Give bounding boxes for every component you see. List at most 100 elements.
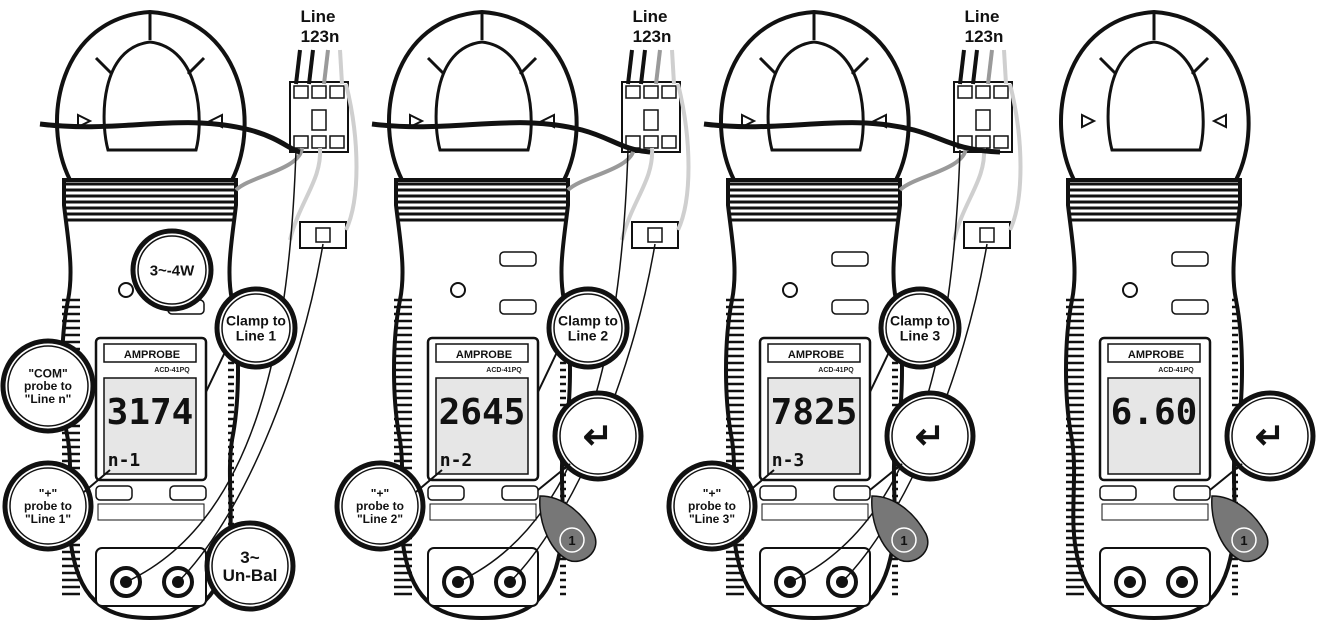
unbal-callout-text: Un-Bal [223,566,278,585]
com-callout-text: "COM" [28,367,67,381]
neutral-wire [676,83,691,231]
clamped-conductor [371,120,651,155]
clamp-callout-ring [553,293,623,363]
plus-terminal-socket [1176,576,1188,588]
lcd-sub-display: n-1 [108,450,141,471]
line-numbers: 123n [301,27,340,46]
lcd-reading: 7825 [771,392,858,433]
finger-badge [559,527,585,553]
breaker-switch [975,109,991,131]
press-finger: 1 [1211,495,1269,563]
mode-callout: 3~-4W [130,228,214,312]
left-grip [394,298,412,596]
plus-callout-text: "Line 1" [25,512,71,526]
func-button-left [95,485,133,501]
load-wire [952,147,987,241]
supply-wire [670,49,676,85]
supply-wire [639,49,647,85]
plus-callout: "+"probe to"Line 3" [666,460,758,552]
breaker-bottom-terminal [293,135,309,149]
neutral-terminal [315,227,331,243]
enter-callout-text: ↵ [583,416,613,457]
left-grip [1066,298,1084,596]
func-button-right [1173,485,1211,501]
enter-callout-ring [559,397,637,475]
clamp-callout-ring [885,293,955,363]
enter-callout-pointer [1209,463,1243,491]
jaw-mark-left [94,56,114,76]
func-button-left [1099,485,1137,501]
supply-wire [986,49,994,85]
supply-wire [958,49,966,85]
mode-callout-text: 3~-4W [150,262,195,279]
clamp-callout-text: Line 3 [900,327,941,343]
upper-panel [1102,226,1206,336]
lcd-reading: 3174 [107,392,194,433]
breaker-top-terminal [661,85,677,99]
func-button-right [833,485,871,501]
plus-callout-text: "+" [39,487,57,501]
supply-wire [294,49,302,85]
func-labels-strip [1101,503,1209,521]
plus-callout-text: probe to [356,499,404,513]
clamp-callout-pointer [205,349,227,393]
plus-callout-pointer [83,469,111,493]
lcd-sub-display: n-3 [772,450,805,471]
finger-number: 1 [1240,533,1247,548]
line-label: Line [301,7,336,26]
enter-callout-ring [891,397,969,475]
func-labels-strip [761,503,869,521]
clamp-callout-text: Clamp to [890,313,950,329]
func-button-right [501,485,539,501]
load-wire [288,147,323,241]
mode-callout-ring [137,235,207,305]
model-label: ACD-41PQ [1158,367,1194,374]
breaker-top-terminal [293,85,309,99]
enter-callout: ↵ [552,390,644,482]
jaw-arrow-left [409,113,425,129]
brand-logo: AMPROBE [124,349,180,361]
collar-stripes [398,182,566,222]
collar-stripes [66,182,234,222]
func-button-left [759,485,797,501]
press-finger: 1 [871,495,929,563]
jaw-arrow-right [1211,113,1227,129]
breaker-switch [643,109,659,131]
press-finger: 1 [539,495,597,563]
jaw-mark-left [758,56,778,76]
model-label: ACD-41PQ [818,367,854,374]
lcd-screen [1107,377,1201,475]
finger-number: 1 [568,533,575,548]
lcd-reading: 6.60 [1111,392,1198,433]
unbal-callout-ring [211,527,289,605]
com-callout-ring [7,345,89,427]
supply-wire [654,49,662,85]
jaw-arrow-left [1081,113,1097,129]
enter-callout-text: ↵ [1255,416,1285,457]
upper-panel [762,226,866,336]
func-button-right [169,485,207,501]
lcd-reading: 2645 [439,392,526,433]
com-callout: "COM"probe to"Line n" [0,338,96,434]
neutral-wire [344,83,359,231]
plus-callout-text: "Line 2" [357,512,403,526]
mode-button [499,299,537,315]
load-wire [566,147,636,192]
plus-callout-text: "+" [371,487,389,501]
func-button-left [427,485,465,501]
plus-callout-pointer [415,469,443,493]
enter-callout-text: ↵ [915,416,945,457]
func-labels-strip [97,503,205,521]
clamp-callout-text: Line 1 [236,327,277,343]
enter-callout-ring [1231,397,1309,475]
breaker-switch [311,109,327,131]
line-numbers: 123n [965,27,1004,46]
neutral-wire [1008,83,1023,231]
selector-knob [118,282,134,298]
